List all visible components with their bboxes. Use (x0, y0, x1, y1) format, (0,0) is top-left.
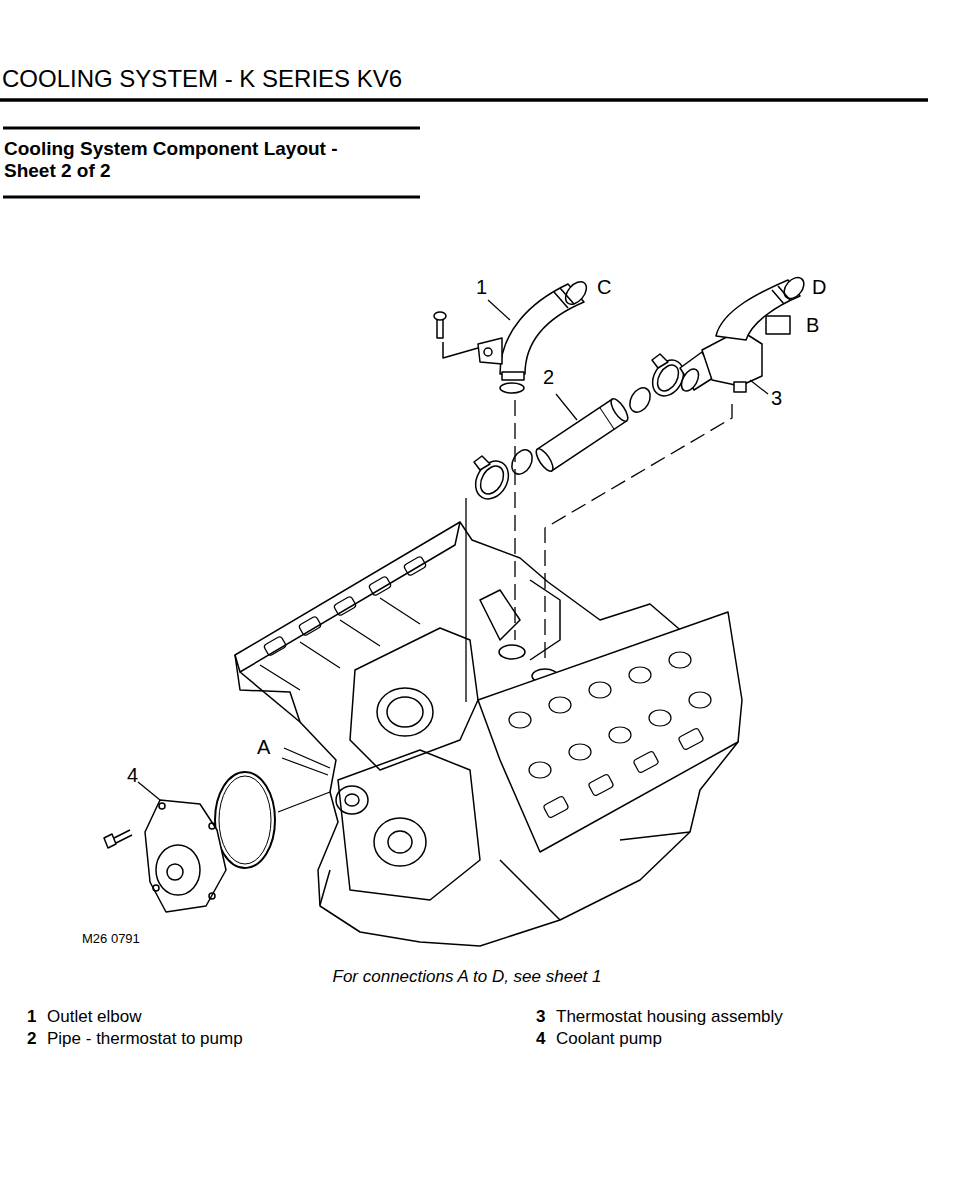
connection-letter: A (257, 736, 270, 759)
diagram-caption: For connections A to D, see sheet 1 (260, 967, 674, 987)
diagram-title: Cooling System Component Layout - Sheet … (4, 138, 379, 182)
key-text: Thermostat housing assembly (556, 1007, 783, 1027)
callout-number: 4 (127, 764, 138, 787)
key-text: Outlet elbow (47, 1007, 142, 1027)
key-number: 4 (536, 1029, 545, 1049)
key-number: 3 (536, 1007, 545, 1027)
alignment-line (466, 400, 732, 702)
connection-letter: D (812, 276, 826, 299)
key-text: Pipe - thermostat to pump (47, 1029, 243, 1049)
hose-clip (469, 354, 690, 505)
connection-letter: C (597, 276, 611, 299)
page-header: COOLING SYSTEM - K SERIES KV6 (2, 65, 402, 93)
callout-number: 1 (476, 276, 487, 299)
connection-letter: B (806, 314, 819, 337)
engine-block (235, 522, 742, 946)
title-rule (3, 127, 420, 130)
coolant-pump (104, 748, 330, 912)
title-rule (3, 196, 420, 199)
pipe (533, 396, 631, 473)
key-number: 1 (27, 1007, 36, 1027)
key-text: Coolant pump (556, 1029, 662, 1049)
callout-number: 2 (543, 366, 554, 389)
callout-number: 3 (771, 387, 782, 410)
thermostat-housing (678, 274, 808, 394)
key-number: 2 (27, 1029, 36, 1049)
header-rule (0, 98, 928, 102)
figure-code: M26 0791 (82, 932, 140, 947)
outlet-elbow (434, 278, 590, 393)
